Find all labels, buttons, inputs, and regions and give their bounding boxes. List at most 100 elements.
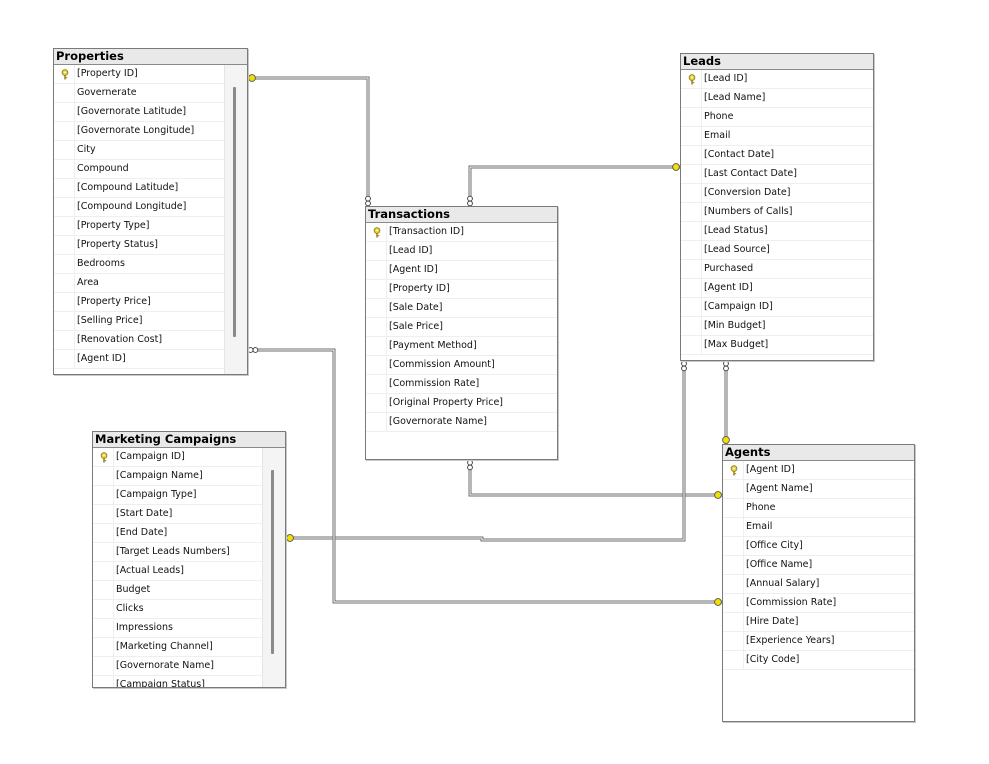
column-row[interactable]: [Min Budget] — [681, 317, 873, 336]
scrollbar[interactable] — [262, 448, 285, 687]
column-row[interactable]: [Property Status] — [54, 236, 224, 255]
column-row[interactable]: [Sale Price] — [366, 318, 557, 337]
column-row[interactable]: [Campaign Name] — [93, 467, 263, 486]
column-row[interactable]: [Property Type] — [54, 217, 224, 236]
row-gutter — [681, 70, 702, 88]
column-row[interactable]: Budget — [93, 581, 263, 600]
column-row[interactable]: [Governorate Longitude] — [54, 122, 224, 141]
column-row[interactable]: [Agent Name] — [723, 480, 914, 499]
row-gutter — [681, 317, 702, 335]
relationship-campaigns-leads[interactable] — [286, 361, 686, 542]
column-row[interactable]: [Compound Longitude] — [54, 198, 224, 217]
column-row[interactable]: Clicks — [93, 600, 263, 619]
column-row[interactable]: [Renovation Cost] — [54, 331, 224, 350]
row-gutter — [54, 141, 75, 159]
primary-key-row[interactable]: [Transaction ID] — [366, 223, 557, 242]
column-row[interactable]: Governerate — [54, 84, 224, 103]
table-title[interactable]: Leads — [681, 54, 873, 70]
column-row[interactable]: [Payment Method] — [366, 337, 557, 356]
column-row[interactable]: Bedrooms — [54, 255, 224, 274]
row-gutter — [93, 619, 114, 637]
primary-key-row[interactable]: [Agent ID] — [723, 461, 914, 480]
scrollbar-thumb[interactable] — [271, 470, 274, 654]
column-row[interactable]: [Governorate Name] — [93, 657, 263, 676]
relationship-properties-transactions[interactable] — [248, 76, 370, 206]
column-row[interactable]: [Office Name] — [723, 556, 914, 575]
column-row[interactable]: [Sale Date] — [366, 299, 557, 318]
column-row[interactable]: [Lead Status] — [681, 222, 873, 241]
table-title[interactable]: Marketing Campaigns — [93, 432, 285, 448]
column-row[interactable]: [End Date] — [93, 524, 263, 543]
column-row[interactable]: [Annual Salary] — [723, 575, 914, 594]
table-transactions[interactable]: Transactions [Transaction ID][Lead ID][A… — [365, 206, 558, 460]
column-row[interactable]: [Campaign Status] — [93, 676, 263, 687]
column-row[interactable]: City — [54, 141, 224, 160]
row-gutter — [366, 223, 387, 241]
column-row[interactable]: [Max Budget] — [681, 336, 873, 355]
row-gutter — [93, 600, 114, 618]
column-row[interactable]: Compound — [54, 160, 224, 179]
column-row[interactable]: [Selling Price] — [54, 312, 224, 331]
relationship-agents-properties[interactable] — [248, 348, 722, 604]
row-gutter — [54, 236, 75, 254]
column-row[interactable]: [City Code] — [723, 651, 914, 670]
column-row[interactable]: [Compound Latitude] — [54, 179, 224, 198]
column-row[interactable]: [Campaign Type] — [93, 486, 263, 505]
scrollbar-thumb[interactable] — [233, 87, 236, 337]
column-row[interactable]: [Commission Amount] — [366, 356, 557, 375]
column-row[interactable]: [Commission Rate] — [366, 375, 557, 394]
column-row[interactable]: [Campaign ID] — [681, 298, 873, 317]
column-row[interactable]: Email — [681, 127, 873, 146]
column-row[interactable]: [Last Contact Date] — [681, 165, 873, 184]
column-row[interactable]: [Experience Years] — [723, 632, 914, 651]
column-row[interactable]: [Numbers of Calls] — [681, 203, 873, 222]
column-row[interactable]: [Hire Date] — [723, 613, 914, 632]
table-properties[interactable]: Properties [Property ID]Governerate[Gove… — [53, 48, 248, 375]
column-row[interactable]: [Property ID] — [366, 280, 557, 299]
table-marketing-campaigns[interactable]: Marketing Campaigns [Campaign ID][Campai… — [92, 431, 286, 688]
column-row[interactable]: [Lead Source] — [681, 241, 873, 260]
column-name: [Actual Leads] — [116, 565, 184, 576]
column-row[interactable]: [Office City] — [723, 537, 914, 556]
column-row[interactable]: Purchased — [681, 260, 873, 279]
column-name: [Agent ID] — [77, 353, 126, 364]
column-row[interactable]: Phone — [681, 108, 873, 127]
column-row[interactable]: Phone — [723, 499, 914, 518]
primary-key-row[interactable]: [Lead ID] — [681, 70, 873, 89]
column-row[interactable]: [Lead ID] — [366, 242, 557, 261]
column-row[interactable]: [Agent ID] — [366, 261, 557, 280]
row-gutter — [93, 524, 114, 542]
column-row[interactable]: [Lead Name] — [681, 89, 873, 108]
table-title[interactable]: Transactions — [366, 207, 557, 223]
column-row[interactable]: [Governorate Name] — [366, 413, 557, 432]
column-row[interactable]: [Property Price] — [54, 293, 224, 312]
column-row[interactable]: [Conversion Date] — [681, 184, 873, 203]
column-row[interactable]: [Commission Rate] — [723, 594, 914, 613]
table-title[interactable]: Agents — [723, 445, 914, 461]
column-row[interactable]: [Original Property Price] — [366, 394, 557, 413]
row-gutter — [366, 413, 387, 431]
column-row[interactable]: [Target Leads Numbers] — [93, 543, 263, 562]
row-gutter — [681, 146, 702, 164]
primary-key-row[interactable]: [Property ID] — [54, 65, 224, 84]
row-gutter — [366, 356, 387, 374]
column-row[interactable]: [Agent ID] — [681, 279, 873, 298]
column-row[interactable]: [Actual Leads] — [93, 562, 263, 581]
column-row[interactable]: [Contact Date] — [681, 146, 873, 165]
column-row[interactable]: [Marketing Channel] — [93, 638, 263, 657]
column-name: Budget — [116, 584, 151, 595]
table-title[interactable]: Properties — [54, 49, 247, 65]
column-row[interactable]: [Start Date] — [93, 505, 263, 524]
primary-key-row[interactable]: [Campaign ID] — [93, 448, 263, 467]
scrollbar[interactable] — [224, 65, 247, 374]
column-row[interactable]: [Agent ID] — [54, 350, 224, 369]
column-row[interactable]: Area — [54, 274, 224, 293]
column-row[interactable]: Impressions — [93, 619, 263, 638]
relationship-leads-transactions[interactable] — [468, 165, 680, 206]
column-row[interactable]: Email — [723, 518, 914, 537]
column-row[interactable]: [Governorate Latitude] — [54, 103, 224, 122]
column-list: [Property ID]Governerate[Governorate Lat… — [54, 65, 224, 369]
relationship-agents-transactions[interactable] — [468, 460, 722, 497]
